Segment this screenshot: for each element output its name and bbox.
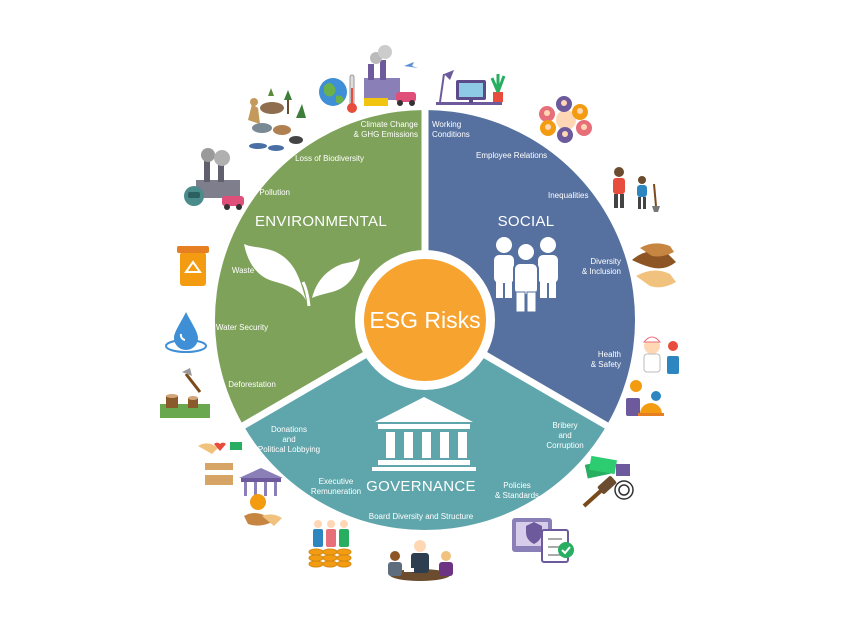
environmental-label-2: Loss of Biodiversity bbox=[295, 154, 364, 163]
environmental-label-line: Climate Change bbox=[361, 120, 419, 129]
governance-label-line: and bbox=[282, 435, 295, 444]
environmental-label-3: Pollution bbox=[259, 188, 290, 197]
water-drop-icon bbox=[165, 312, 207, 353]
social-label-2: Employee Relations bbox=[476, 151, 547, 160]
people-group-icon bbox=[494, 237, 558, 313]
deforestation-icon bbox=[160, 368, 210, 418]
health-safety-icon bbox=[626, 336, 679, 416]
environmental-label-line: & GHG Emissions bbox=[354, 130, 418, 139]
environmental-label-1: Climate Change& GHG Emissions bbox=[354, 120, 419, 139]
environmental-label-line: Water Security bbox=[216, 323, 268, 332]
social-label-5: Health& Safety bbox=[591, 350, 621, 369]
environmental-label-6: Deforestation bbox=[228, 380, 276, 389]
governance-label-line: and bbox=[558, 431, 571, 440]
social-label-line: Health bbox=[598, 350, 621, 359]
governance-label-line: Policies bbox=[503, 481, 531, 490]
governance-label-line: Executive bbox=[319, 477, 354, 486]
social-label-line: Conditions bbox=[432, 130, 470, 139]
remuneration-icon bbox=[239, 468, 352, 568]
governance-label-line: Political Lobbying bbox=[258, 445, 320, 454]
governance-label-line: & Standards bbox=[495, 491, 539, 500]
social-label-line: & Inclusion bbox=[582, 267, 621, 276]
board-meeting-icon bbox=[388, 540, 453, 581]
governance-label-3: Board Diversity and Structure bbox=[369, 512, 474, 521]
social-label-line: Employee Relations bbox=[476, 151, 547, 160]
governance-label-line: Bribery bbox=[552, 421, 577, 430]
social-label-line: Inequalities bbox=[548, 191, 588, 200]
environmental-label-5: Water Security bbox=[216, 323, 268, 332]
biodiversity-icon bbox=[248, 88, 306, 151]
workplace-desk-icon bbox=[436, 70, 506, 105]
policies-checklist-icon bbox=[512, 518, 574, 563]
governance-label-line: Donations bbox=[271, 425, 307, 434]
employee-network-icon bbox=[539, 96, 592, 143]
donation-box-icon bbox=[198, 442, 242, 485]
governance-label-line: Board Diversity and Structure bbox=[369, 512, 474, 521]
social-label-line: Working bbox=[432, 120, 461, 129]
social-label-3: Inequalities bbox=[548, 191, 588, 200]
governance-label-line: Remuneration bbox=[311, 487, 361, 496]
center-title: ESG Risks bbox=[369, 307, 480, 333]
bribery-gavel-icon bbox=[582, 455, 634, 508]
pollution-icon bbox=[184, 148, 244, 210]
environmental-label-4: Waste bbox=[232, 266, 255, 275]
social-title: SOCIAL bbox=[498, 213, 555, 230]
environmental-label-line: Pollution bbox=[259, 188, 290, 197]
center-circle bbox=[364, 259, 486, 381]
leaf-icon bbox=[244, 244, 360, 307]
social-label-line: Diversity bbox=[590, 257, 621, 266]
environmental-title: ENVIRONMENTAL bbox=[255, 213, 387, 230]
governance-label-4: Policies& Standards bbox=[495, 481, 539, 500]
environmental-label-line: Deforestation bbox=[228, 380, 276, 389]
climate-change-icon bbox=[319, 45, 418, 113]
inequality-icon bbox=[613, 167, 660, 212]
governance-label-line: Corruption bbox=[546, 441, 583, 450]
social-label-line: & Safety bbox=[591, 360, 621, 369]
social-label-4: Diversity& Inclusion bbox=[582, 257, 621, 276]
government-building-icon bbox=[372, 397, 476, 471]
environmental-label-line: Waste bbox=[232, 266, 255, 275]
governance-title: GOVERNANCE bbox=[366, 478, 476, 495]
diversity-hands-icon bbox=[632, 243, 676, 288]
environmental-label-line: Loss of Biodiversity bbox=[295, 154, 364, 163]
waste-bin-icon bbox=[177, 246, 209, 286]
